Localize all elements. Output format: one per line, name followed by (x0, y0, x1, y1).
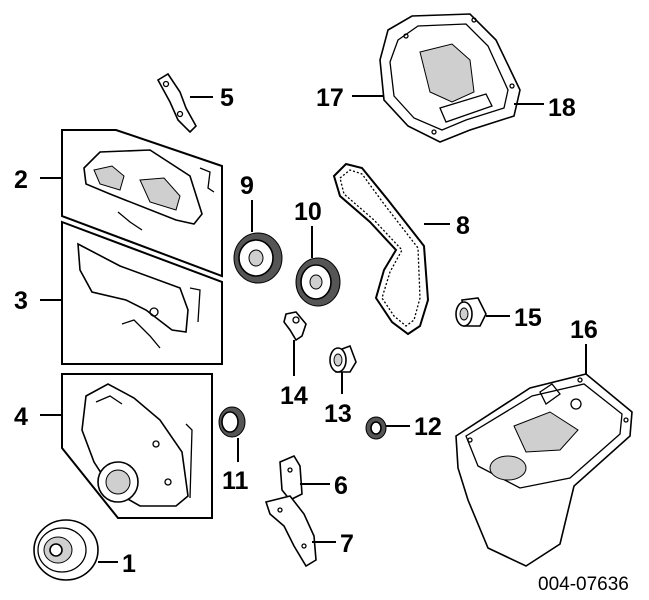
part-9-sprocket (233, 200, 283, 284)
diagram-code: 004-07636 (538, 574, 629, 595)
callout-18: 18 (548, 94, 576, 122)
part-12-crank-sprocket (365, 416, 410, 440)
callout-16: 16 (570, 316, 598, 344)
callout-6: 6 (334, 472, 348, 500)
callout-11: 11 (222, 467, 249, 495)
part-17-18-upper-pan (352, 13, 544, 143)
part-15-idler (455, 297, 510, 327)
part-13-pulley (329, 344, 357, 394)
callout-10: 10 (294, 198, 322, 226)
part-11-sprocket (218, 406, 246, 462)
callout-7: 7 (340, 530, 354, 558)
callout-15: 15 (514, 304, 542, 332)
callout-9: 9 (240, 172, 254, 200)
callout-3: 3 (14, 287, 28, 315)
part-14-tensioner (283, 311, 307, 376)
part-1-crankshaft-pulley (33, 519, 118, 581)
part-10-sprocket (295, 226, 341, 307)
part-5-bracket (156, 72, 213, 134)
part-2-upper-timing-cover (40, 129, 223, 278)
callout-8: 8 (456, 212, 470, 240)
callout-2: 2 (14, 166, 28, 194)
part-6-plate (279, 454, 330, 502)
callout-1: 1 (122, 550, 136, 578)
part-3-lower-timing-cover (40, 220, 223, 365)
callout-14: 14 (280, 382, 308, 410)
callout-17: 17 (316, 84, 344, 112)
callout-4: 4 (14, 403, 28, 431)
callout-13: 13 (324, 400, 352, 428)
part-7-lower-plate (264, 495, 336, 568)
part-16-oil-pan (455, 344, 633, 567)
callout-5: 5 (220, 84, 234, 112)
part-4-inner-cover (40, 373, 213, 519)
callout-12: 12 (414, 413, 442, 441)
part-8-timing-belt (332, 162, 450, 336)
